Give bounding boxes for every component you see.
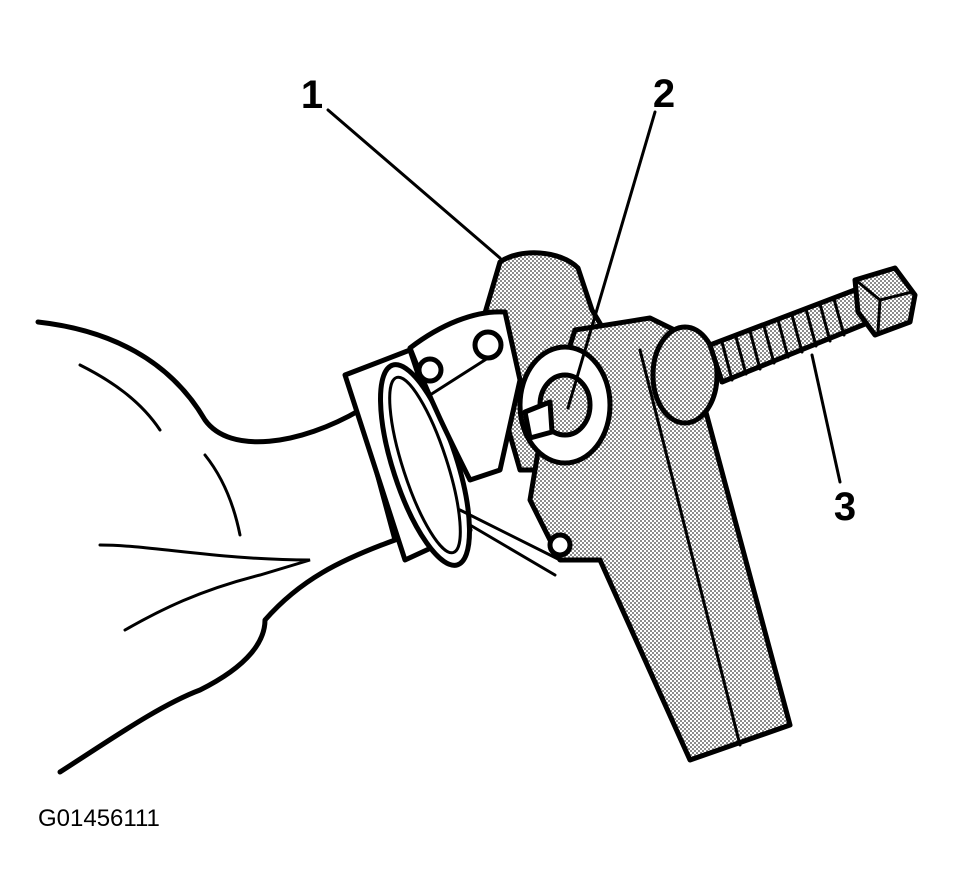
leader-line-2	[566, 110, 657, 410]
output-shaft	[342, 347, 473, 568]
center-nut	[517, 344, 613, 466]
axle-housing	[35, 319, 398, 775]
leader-line-1	[326, 108, 502, 260]
figure-code: G01456111	[38, 805, 160, 832]
forcing-screw	[707, 265, 918, 385]
callout-3: 3	[834, 485, 856, 529]
callout-2: 2	[653, 72, 675, 116]
callout-1: 1	[301, 73, 323, 117]
leader-lines	[326, 108, 842, 484]
leader-line-3	[810, 353, 842, 484]
